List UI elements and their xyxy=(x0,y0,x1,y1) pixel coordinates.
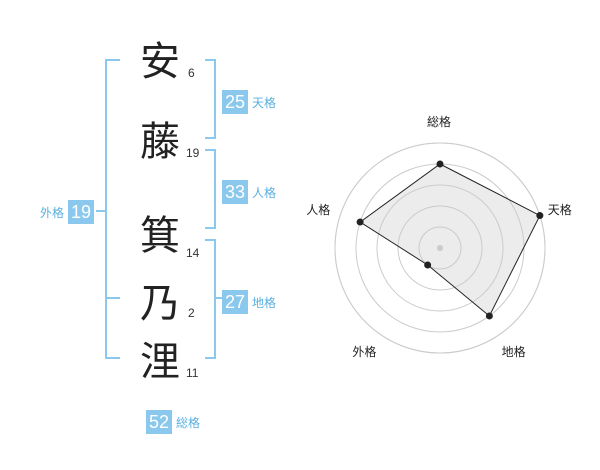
name-char-2: 藤 xyxy=(140,119,180,165)
radar-axis-label-2: 天格 xyxy=(547,202,572,217)
radar-ring xyxy=(376,184,504,312)
chikaku-label: 地格 xyxy=(252,295,277,310)
jinkaku-label: 人格 xyxy=(252,185,277,200)
soukaku-label: 総格 xyxy=(176,415,201,430)
stroke-count-1: 6 xyxy=(188,66,195,80)
gaikaku-value: 19 xyxy=(68,200,95,224)
gaikaku-label: 外格 xyxy=(40,205,65,220)
radar-axis-label-1: 総格 xyxy=(427,115,452,129)
stroke-count-2: 19 xyxy=(186,146,200,160)
radar-axis-label-5: 人格 xyxy=(306,202,331,217)
name-char-5: 浬 xyxy=(140,339,180,385)
tenkaku-badge: 25 天格 xyxy=(222,90,276,114)
jinkaku-bracket xyxy=(205,149,216,229)
radar-ring xyxy=(418,226,462,270)
radar-point-2 xyxy=(536,212,544,220)
radar-ring xyxy=(334,142,546,354)
chikaku-badge: 27 地格 xyxy=(222,290,276,314)
radar-point-5 xyxy=(356,218,364,226)
radar-series-area xyxy=(359,163,541,317)
stroke-count-3: 14 xyxy=(186,246,200,260)
radar-point-1 xyxy=(436,160,444,168)
gaikaku-badge: 外格 19 xyxy=(40,200,95,224)
soukaku-badge: 52 総格 xyxy=(146,410,200,434)
radar-center xyxy=(437,245,443,251)
jinkaku-value: 33 xyxy=(222,180,249,204)
tenkaku-label: 天格 xyxy=(252,95,277,110)
radar-point-3 xyxy=(485,312,493,320)
tenkaku-value: 25 xyxy=(222,90,249,114)
radar-ring xyxy=(397,205,483,291)
name-char-3: 箕 xyxy=(140,213,180,259)
radar-axis-label-3: 地格 xyxy=(501,344,526,359)
stroke-count-4: 2 xyxy=(188,306,195,320)
tenkaku-bracket xyxy=(205,59,216,139)
soukaku-value: 52 xyxy=(146,410,173,434)
name-char-1: 安 xyxy=(140,39,180,85)
chikaku-value: 27 xyxy=(222,290,249,314)
radar-point-4 xyxy=(424,261,432,269)
jinkaku-badge: 33 人格 xyxy=(222,180,276,204)
stroke-count-5: 11 xyxy=(186,366,199,380)
name-char-4: 乃 xyxy=(140,281,180,327)
radar-axis-label-4: 外格 xyxy=(352,344,377,359)
gaikaku-bracket xyxy=(105,59,120,359)
